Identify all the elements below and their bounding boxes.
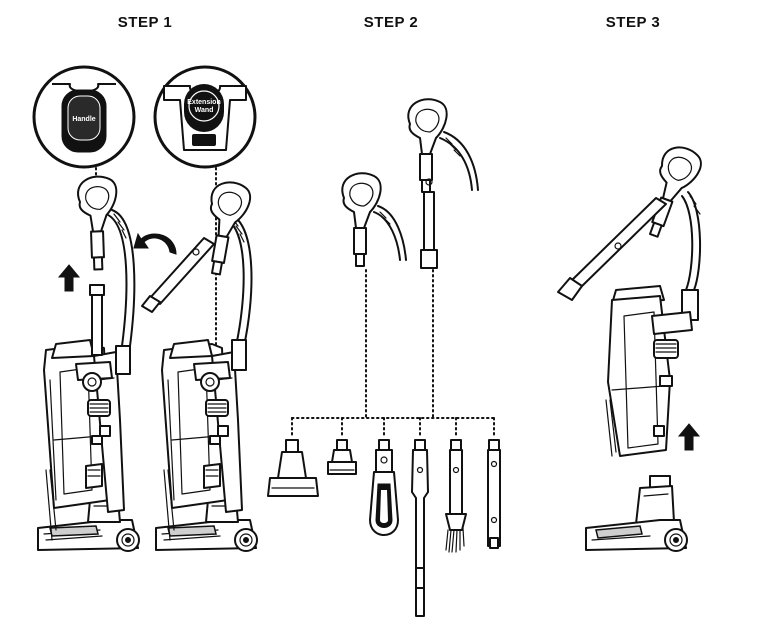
- handle-callout: Handle: [32, 65, 136, 169]
- handle-icon: [636, 141, 706, 244]
- attachment-icon: [267, 439, 319, 497]
- attachment-icon: [487, 439, 501, 549]
- handle-icon: [341, 172, 407, 267]
- attachment-icon: [445, 439, 467, 553]
- curved-arrow-icon: [133, 232, 177, 255]
- vacuum-icon: [155, 213, 258, 552]
- step-1-illustration: Handle Extension Wand: [32, 65, 258, 552]
- wand-label-line1: Extension: [187, 99, 220, 106]
- vacuum-icon: [37, 209, 140, 552]
- handle-label: Handle: [72, 116, 95, 123]
- vacuum-icon: [605, 285, 693, 457]
- handle-icon: [76, 174, 121, 272]
- handle-icon: [407, 98, 479, 269]
- wand-icon: [141, 237, 215, 313]
- wand-callout: Extension Wand: [153, 65, 257, 169]
- attachment-icon: [411, 439, 429, 617]
- arrow-up-icon: [58, 264, 80, 292]
- attachment-icon: [327, 439, 357, 475]
- step-3-title: STEP 3: [606, 14, 660, 31]
- step-1-title: STEP 1: [118, 14, 172, 31]
- arrow-up-icon: [678, 423, 700, 451]
- step-2-illustration: [267, 98, 501, 617]
- step-3-illustration: [557, 141, 706, 552]
- wand-label-line2: Wand: [195, 107, 214, 114]
- attachment-icon: [369, 439, 399, 536]
- base-icon: [585, 475, 688, 552]
- step-2-title: STEP 2: [364, 14, 418, 31]
